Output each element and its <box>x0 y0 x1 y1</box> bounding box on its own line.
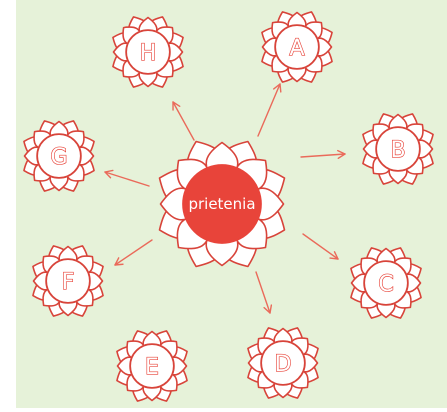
flower-disc <box>125 29 171 75</box>
flower-shape <box>23 120 95 192</box>
node-h-label: H <box>140 41 157 66</box>
flower-shape <box>158 140 286 268</box>
flower-disc <box>129 343 175 389</box>
flower-disc <box>45 258 91 304</box>
arrowhead-f <box>114 257 124 266</box>
flower-shape <box>112 16 184 88</box>
flower-shape <box>32 245 104 317</box>
arrowhead-d <box>263 304 273 314</box>
node-e-label: E <box>145 355 159 380</box>
arrowhead-a <box>273 83 282 93</box>
node-a: A <box>261 11 333 83</box>
flower-shape <box>261 11 333 83</box>
flower-disc <box>363 260 409 306</box>
flower-shape <box>350 247 422 319</box>
center-label: prietenia <box>188 195 255 213</box>
node-b-label: B <box>390 138 405 163</box>
arrowhead-c <box>329 251 339 260</box>
flower-disc <box>375 126 421 172</box>
flower-shape <box>247 327 319 399</box>
arrow-to-d <box>255 271 271 314</box>
node-e: E <box>116 330 188 402</box>
center-flower: prietenia <box>158 140 286 268</box>
arrow-to-b <box>300 153 346 158</box>
arrow-to-f <box>114 239 153 266</box>
flower-shape <box>362 113 434 185</box>
node-f: F <box>32 245 104 317</box>
node-c: C <box>350 247 422 319</box>
node-c-label: C <box>378 272 393 297</box>
arrowhead-g <box>104 169 114 179</box>
node-d: D <box>247 327 319 399</box>
arrowhead-b <box>337 149 346 160</box>
flower-disc <box>182 164 262 244</box>
outer-flowers: H A B C D E F G <box>23 11 434 402</box>
flower-disc <box>36 133 82 179</box>
arrow-to-g <box>104 171 150 187</box>
flower-shape <box>116 330 188 402</box>
flower-disc <box>274 24 320 70</box>
node-g-label: G <box>50 145 67 170</box>
node-h: H <box>112 16 184 88</box>
arrowhead-h <box>172 101 181 111</box>
arrow-to-c <box>302 233 339 260</box>
node-f-label: F <box>62 270 75 295</box>
node-b: B <box>362 113 434 185</box>
arrow-to-h <box>172 101 195 141</box>
node-g: G <box>23 120 95 192</box>
flower-disc <box>260 340 306 386</box>
arrows-layer <box>104 83 346 314</box>
node-a-label: A <box>289 36 304 61</box>
node-d-label: D <box>275 352 292 377</box>
arrow-to-a <box>257 83 281 137</box>
